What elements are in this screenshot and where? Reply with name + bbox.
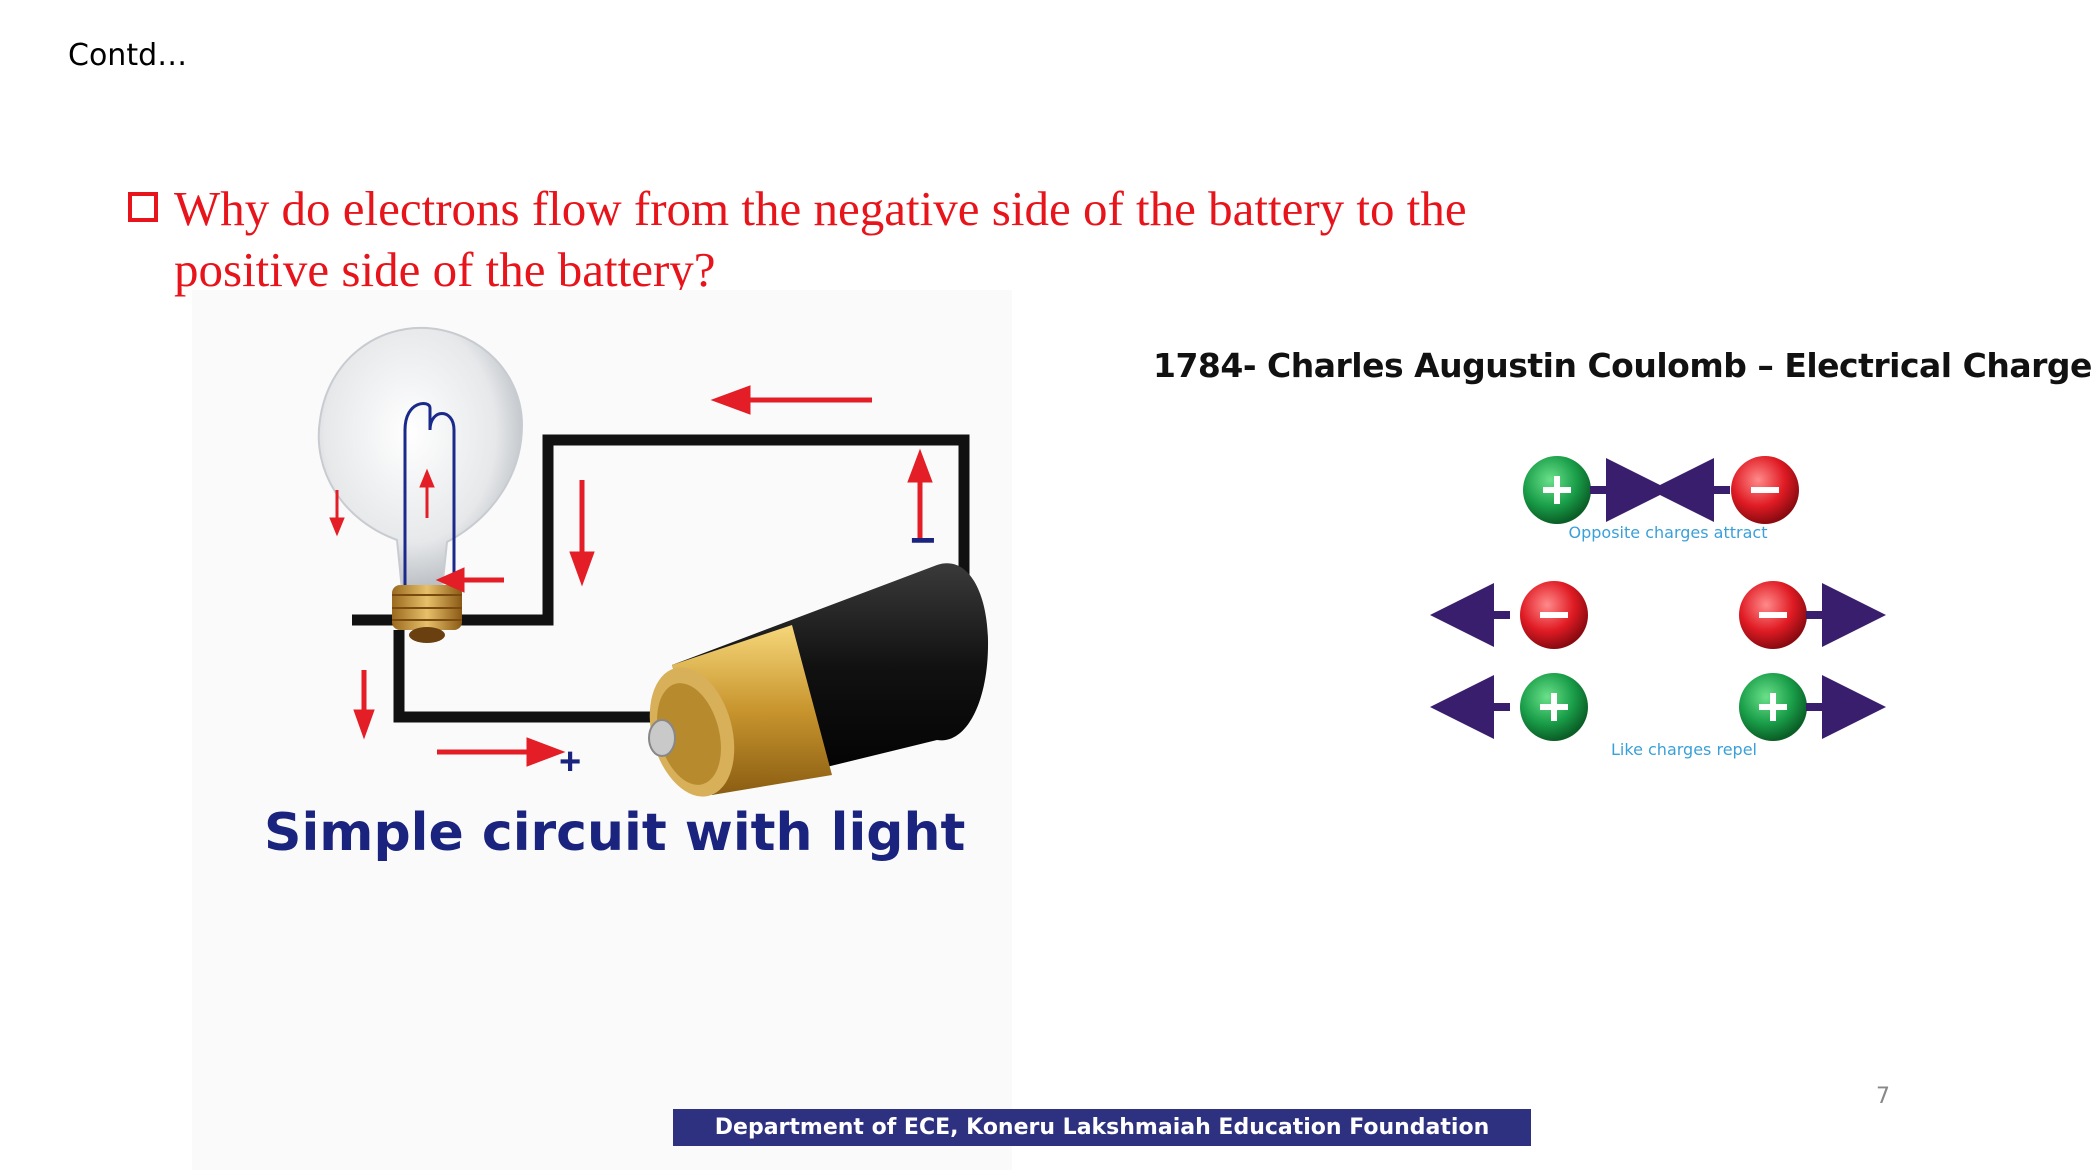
minus-sign: − bbox=[910, 516, 936, 565]
bulb-glass-icon bbox=[317, 326, 524, 591]
electron-flow-arrows bbox=[329, 385, 933, 767]
circuit-caption: Simple circuit with light bbox=[264, 803, 965, 863]
opposite-charges-label: Opposite charges attract bbox=[1569, 523, 1768, 542]
negative-charge-icon bbox=[1739, 581, 1807, 649]
positive-charge-icon bbox=[1739, 673, 1807, 741]
plus-sign: + bbox=[559, 741, 581, 783]
positive-charge-icon bbox=[1520, 673, 1588, 741]
question-line-1: Why do electrons flow from the negative … bbox=[174, 181, 1467, 236]
like-charges-label: Like charges repel bbox=[1611, 740, 1757, 759]
positive-charge-icon bbox=[1523, 456, 1591, 524]
battery-icon bbox=[648, 563, 989, 797]
contd-label: Contd… bbox=[68, 38, 188, 73]
circuit-illustration: − + Simple circuit with light bbox=[192, 290, 1012, 1170]
negative-charge-icon bbox=[1731, 456, 1799, 524]
negative-charge-icon bbox=[1520, 581, 1588, 649]
coulomb-title: 1784- Charles Augustin Coulomb – Electri… bbox=[1153, 346, 2092, 385]
charges-diagram: Opposite charges attract Like charges re… bbox=[1430, 440, 1900, 780]
footer-banner: Department of ECE, Koneru Lakshmaiah Edu… bbox=[673, 1109, 1531, 1146]
page-number: 7 bbox=[1876, 1084, 1890, 1109]
question-line-2: positive side of the battery? bbox=[174, 242, 716, 297]
circuit-diagram: − + Simple circuit with light bbox=[264, 326, 989, 863]
checkbox-bullet-icon bbox=[128, 192, 158, 222]
question: Why do electrons flow from the negative … bbox=[128, 178, 1628, 300]
